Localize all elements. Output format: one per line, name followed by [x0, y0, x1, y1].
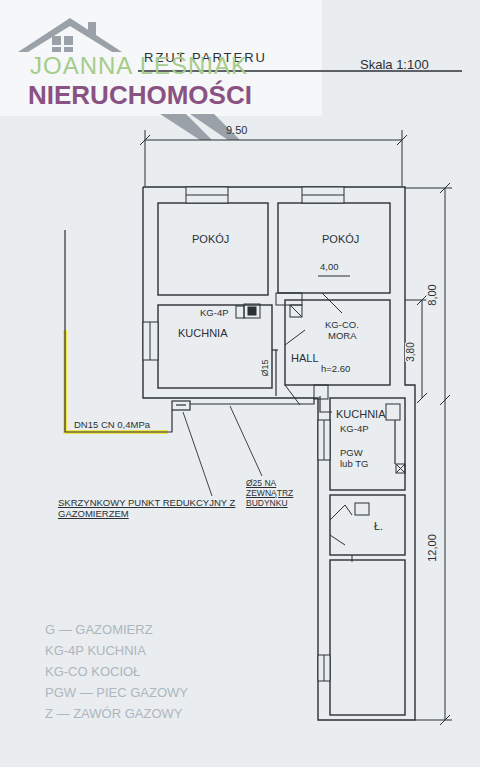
- room: KUCHNIA KG-4P: [158, 305, 272, 388]
- dimension: h=2.60: [321, 364, 350, 375]
- dimension: 4,00: [320, 262, 339, 273]
- faded-legend: G — GAZOMIERZ: [45, 622, 153, 638]
- room-name: POKÓJ: [192, 233, 229, 246]
- dimension: 8,00: [426, 284, 439, 305]
- pipe-diameter: Ø15: [260, 359, 271, 376]
- room: KUCHNIA KG-4P PGW lub TG: [330, 398, 405, 490]
- dimension: 3,80: [405, 342, 417, 361]
- watermark: JOANNA LEŚNIAK: [30, 52, 248, 81]
- room-name: Ł.: [374, 520, 383, 533]
- appliance-code: KG-CO.: [325, 320, 359, 331]
- faded-legend: Z — ZAWÓR GAZOWY: [45, 706, 182, 722]
- logo-panel: [0, 0, 322, 116]
- pipe-spec: DN15 CN 0,4MPa: [74, 419, 150, 430]
- highlight: [65, 330, 168, 432]
- room-name: KUCHNIA: [336, 408, 386, 421]
- callout-note: Ø25 NA ZEWNĄTRZ BUDYNKU: [246, 478, 316, 509]
- walls: [143, 187, 415, 720]
- room: Ł.: [330, 495, 405, 555]
- dimension: 12,00: [426, 534, 439, 562]
- room: POKÓJ: [158, 203, 268, 295]
- appliance-code: MORA: [328, 331, 357, 342]
- faded-legend: KG-4P KUCHNIA: [45, 643, 146, 659]
- room-name: HALL: [291, 352, 319, 365]
- faded-legend: PGW — PIEC GAZOWY: [45, 685, 188, 701]
- room: POKÓJ 4,00: [278, 203, 390, 293]
- watermark: NIERUCHOMOŚCI: [28, 80, 252, 111]
- room-name: KUCHNIA: [178, 327, 228, 340]
- room: HALLh=2.60 KG-CO.MORA: [285, 300, 390, 385]
- scale-note: Skala 1:100: [360, 57, 429, 73]
- dimension-line: [140, 130, 452, 725]
- appliance-code: PGW lub TG: [340, 448, 374, 470]
- gas-appliance: [236, 306, 405, 515]
- gas-pipe: [65, 230, 395, 464]
- window: [143, 187, 344, 681]
- callout-note: SKRZYNKOWY PUNKT REDUKCYJNY Z GAZOMIERZE…: [58, 497, 248, 520]
- chimney: [244, 293, 328, 399]
- dimension: KG-4P: [340, 424, 369, 435]
- faded-legend: KG-CO KOCIOŁ: [45, 664, 140, 680]
- dimension: KG-4P: [200, 308, 229, 319]
- dimension: 9.50: [226, 124, 247, 137]
- room-name: POKÓJ: [322, 233, 359, 246]
